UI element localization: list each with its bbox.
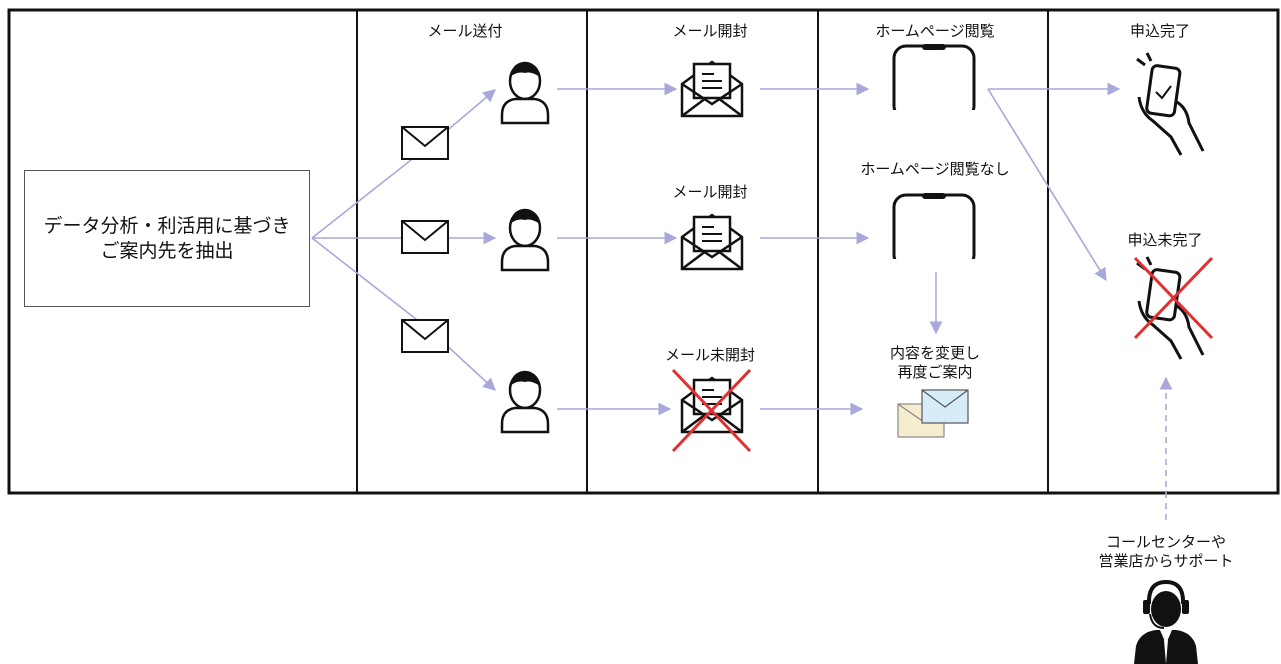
- envelope-icon-bottom: [401, 319, 449, 353]
- incomplete-cross-icon: [1133, 256, 1214, 340]
- label-complete: 申込完了: [1129, 22, 1190, 40]
- label-resend: 内容を変更し 再度ご案内: [860, 344, 1010, 382]
- open-mail-icon-mid: [680, 213, 744, 271]
- arrow-source-bottom: [311, 237, 496, 391]
- arrow-to-incomplete: [987, 88, 1107, 282]
- label-mail-open-top: メール開封: [672, 22, 748, 40]
- phone-icon-hp-view: [890, 42, 978, 126]
- phone-icon-hp-no-view: [890, 191, 978, 275]
- source-box-line2: ご案内先を抽出: [100, 239, 234, 262]
- source-box: データ分析・利活用に基づき ご案内先を抽出: [24, 170, 310, 307]
- open-mail-icon-top: [680, 60, 744, 118]
- unopened-cross-icon: [671, 368, 752, 453]
- arrow-source-top: [311, 89, 496, 239]
- person-arrows: [557, 82, 678, 416]
- label-resend-line1: 内容を変更し: [889, 344, 980, 362]
- label-hp-view: ホームページ閲覧: [875, 22, 995, 40]
- person-icon-bottom: [500, 370, 550, 434]
- label-mail-unopened: メール未開封: [664, 346, 755, 364]
- person-icon-mid: [500, 208, 550, 272]
- hand-phone-icon-complete: [1135, 51, 1205, 157]
- label-support: コールセンターや 営業店からサポート: [1080, 533, 1252, 571]
- label-support-line1: コールセンターや: [1105, 533, 1226, 551]
- envelope-icon-mid: [401, 220, 449, 254]
- label-mail-open-mid: メール開封: [672, 183, 748, 201]
- lane-frame: [7, 8, 1280, 495]
- person-icon-top: [500, 61, 550, 125]
- resend-envelopes-icon: [897, 389, 969, 438]
- outcome-arrows: [987, 82, 1121, 282]
- source-box-line1: データ分析・利活用に基づき: [43, 214, 291, 237]
- label-resend-line2: 再度ご案内: [897, 363, 973, 381]
- check-icon: [1155, 85, 1172, 100]
- operator-icon: [1134, 579, 1198, 664]
- label-support-line2: 営業店からサポート: [1098, 552, 1234, 570]
- label-hp-no-view: ホームページ閲覧なし: [860, 160, 1010, 178]
- label-mail-send: メール送付: [427, 22, 503, 40]
- envelope-icon-top: [401, 126, 449, 160]
- mail-arrows: [760, 82, 870, 416]
- label-incomplete: 申込未完了: [1127, 231, 1203, 249]
